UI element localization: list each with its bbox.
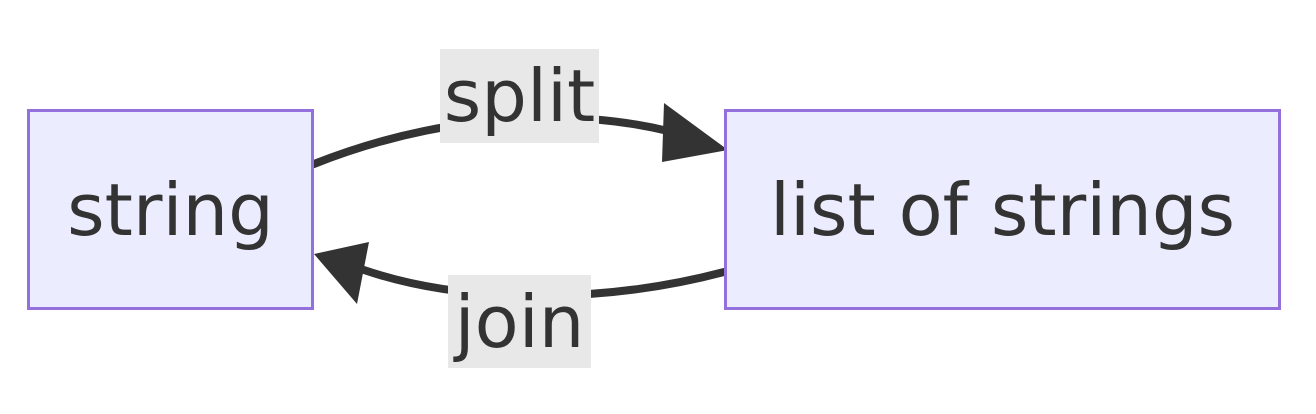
join-label-text: join bbox=[454, 279, 585, 364]
list-of-strings-node: list of strings bbox=[724, 109, 1281, 310]
split-arrowhead bbox=[662, 103, 728, 162]
string-node-label: string bbox=[67, 167, 274, 252]
join-label: join bbox=[448, 275, 591, 368]
string-node: string bbox=[27, 109, 314, 310]
join-arrowhead bbox=[314, 242, 369, 304]
split-label-text: split bbox=[443, 54, 596, 138]
split-label: split bbox=[440, 49, 599, 143]
list-of-strings-node-label: list of strings bbox=[769, 167, 1236, 252]
